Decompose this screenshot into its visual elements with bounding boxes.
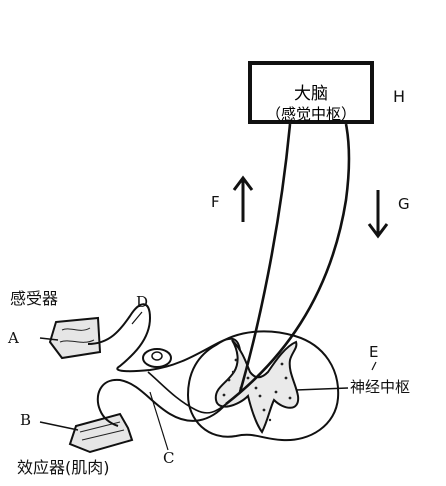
label-g: G [398,195,410,213]
sensory-nerve [87,303,241,373]
grey-matter-dots [222,358,292,422]
arrow-down-icon [367,190,389,239]
brain-subtitle: （感觉中枢） [265,105,356,123]
label-a: A [8,329,19,347]
label-f: F [211,193,220,211]
effector-shape [68,412,134,454]
motor-nerve [96,378,227,427]
spinal-cord-outline [186,330,340,442]
label-d: D [136,293,149,311]
grey-matter [214,339,300,434]
label-nerve-center: 神经中枢 [350,378,411,396]
descending-tract [225,123,351,406]
ganglion [142,348,172,368]
label-effector: 效应器(肌肉) [17,458,110,477]
label-receptor: 感受器 [10,289,59,308]
label-h: H [393,87,406,106]
label-e: E [369,343,379,361]
label-c: C [163,449,175,467]
receptor-shape [48,316,102,360]
brain-box: 大脑 （感觉中枢） [248,61,374,124]
arrow-up-icon [232,175,254,222]
label-b: B [20,411,32,429]
motor-nerve-branch [147,371,227,414]
brain-title: 大脑 [294,84,328,104]
ascending-tract [238,123,292,393]
